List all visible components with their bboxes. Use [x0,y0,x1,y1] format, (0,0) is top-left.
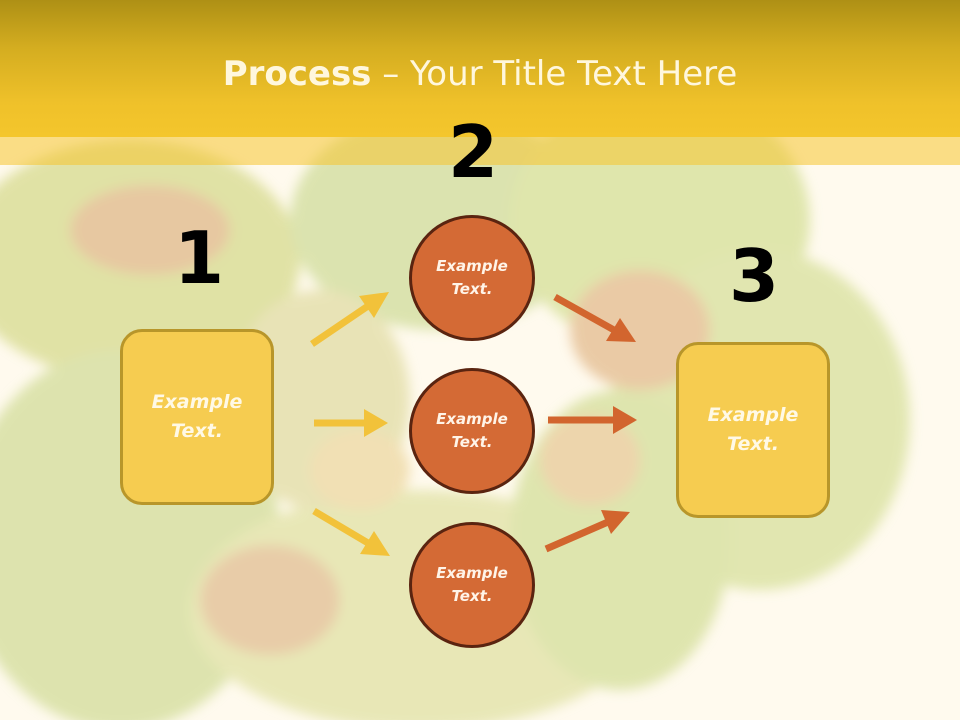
step-3-text: Example Text. [707,404,799,455]
step-2-circle-top: Example Text. [409,215,535,341]
title-header-bar [0,0,960,137]
arrow-top-to-step3 [553,293,636,342]
arrow-bottom-to-step3 [544,510,630,553]
step-3-number: 3 [728,234,780,318]
header-accent-band [0,137,960,165]
slide-title: Process – Your Title Text Here [0,52,960,96]
slide-title-rest: – Your Title Text Here [371,54,738,94]
step-2-circle-text: Example Text. [436,410,508,451]
slide-title-bold: Process [222,54,372,94]
step-1-box: Example Text. [120,329,274,505]
step-2-circle-text: Example Text. [436,257,508,298]
step-3-box: Example Text. [676,342,830,518]
step-1-text: Example Text. [151,391,243,442]
step-2-circle-text: Example Text. [436,564,508,605]
step-2-number: 2 [447,110,499,194]
step-1-number: 1 [173,216,225,300]
arrow-middle-to-step3 [548,406,637,434]
arrow-step1-to-bottom [312,507,390,556]
arrow-step1-to-middle [314,409,388,437]
arrow-step1-to-top [310,292,389,347]
step-2-circle-middle: Example Text. [409,368,535,494]
step-2-circle-bottom: Example Text. [409,522,535,648]
